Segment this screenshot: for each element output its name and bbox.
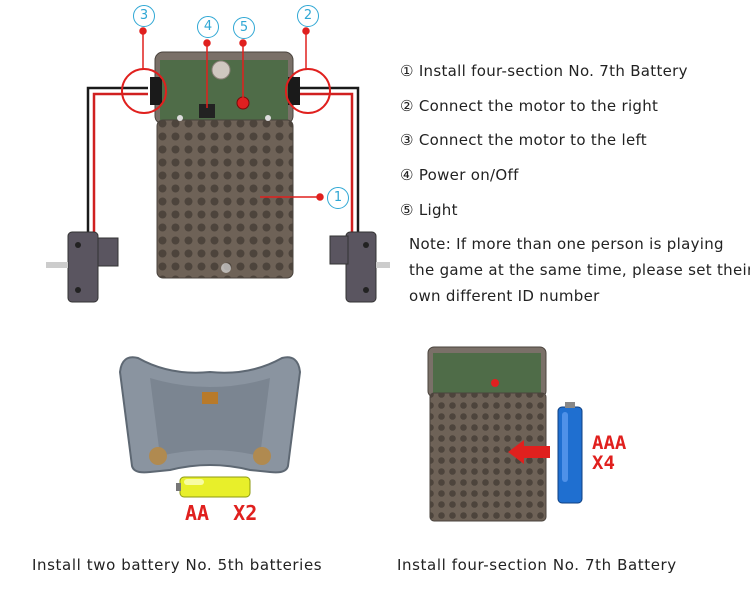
- legend-text: Connect the motor to the left: [418, 131, 647, 149]
- legend-item-4: ④ Power on/Off: [400, 166, 519, 184]
- note-text: Note: If more than one person is playing…: [409, 235, 750, 305]
- legend-item-3: ③ Connect the motor to the left: [400, 131, 647, 149]
- aaa-label-line1: AAA: [592, 432, 627, 454]
- right-wire: [295, 86, 360, 236]
- legend-marker: ③: [400, 131, 414, 149]
- aaa-battery-icon: [557, 402, 583, 504]
- left-wire: [86, 86, 148, 238]
- arrow-icon: [508, 440, 550, 464]
- left-motor: [46, 231, 119, 303]
- legend-item-1: ① Install four-section No. 7th Battery: [400, 62, 688, 80]
- right-motor: [329, 231, 390, 303]
- legend-text: Connect the motor to the right: [418, 97, 659, 115]
- controller-back-illustration: [427, 346, 547, 522]
- legend-marker: ⑤: [400, 201, 414, 219]
- legend-marker: ①: [400, 62, 414, 80]
- battery-tray-illustration: [118, 356, 302, 474]
- legend-text: Light: [418, 201, 458, 219]
- callout-4: 4: [197, 16, 219, 38]
- aa-battery-icon: [176, 476, 251, 498]
- controller-diagram: [46, 27, 390, 303]
- callout-2: 2: [297, 5, 319, 27]
- legend-text: Install four-section No. 7th Battery: [418, 62, 688, 80]
- legend-item-5: ⑤ Light: [400, 201, 458, 219]
- controller-body: [150, 51, 300, 279]
- aaa-label-line2: X4: [592, 452, 615, 474]
- callout-3: 3: [133, 5, 155, 27]
- legend-text: Power on/Off: [418, 166, 519, 184]
- caption-right: Install four-section No. 7th Battery: [397, 556, 677, 574]
- left-port-highlight: [121, 68, 167, 114]
- callout-1: 1: [327, 187, 349, 209]
- legend-marker: ④: [400, 166, 414, 184]
- callout-5: 5: [233, 17, 255, 39]
- caption-left: Install two battery No. 5th batteries: [32, 556, 323, 574]
- right-port-highlight: [285, 68, 331, 114]
- aa-label: AA X2: [185, 501, 258, 525]
- legend-marker: ②: [400, 97, 414, 115]
- legend-item-2: ② Connect the motor to the right: [400, 97, 658, 115]
